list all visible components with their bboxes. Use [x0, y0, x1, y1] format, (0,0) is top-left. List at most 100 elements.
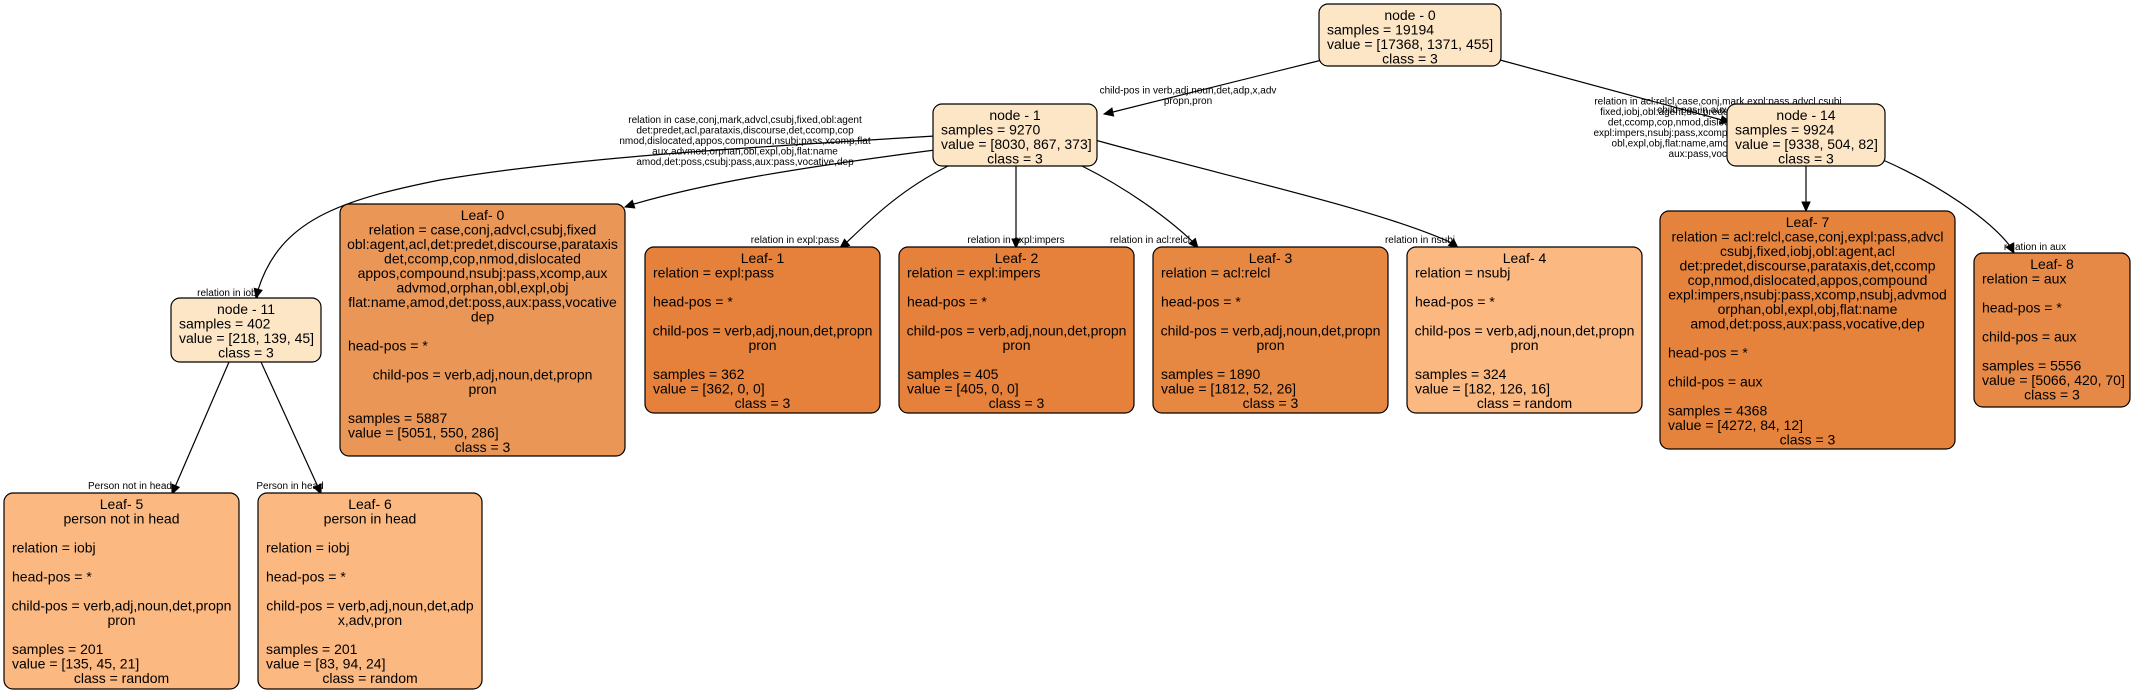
node-line: head-pos = *: [1161, 294, 1241, 310]
node-line: Leaf- 7: [1786, 214, 1830, 230]
node-line: child-pos = verb,adj,noun,det,propn: [653, 323, 873, 339]
node-line: relation = expl:pass: [653, 265, 774, 281]
node-line: value = [83, 94, 24]: [266, 656, 385, 672]
node-line: pron: [748, 337, 776, 353]
node-line: value = [5051, 550, 286]: [348, 425, 499, 441]
arrowhead-icon: [1801, 201, 1811, 213]
node-line: Leaf- 1: [741, 250, 785, 266]
node-line: child-pos = verb,adj,noun,det,propn: [12, 598, 232, 614]
node-line: value = [135, 45, 21]: [12, 656, 139, 672]
node-box: [644, 246, 881, 414]
edge-n14-to-l7: relation in acl:relcl,case,conj,mark,exp…: [1593, 97, 1843, 213]
node-line: value = [362, 0, 0]: [653, 381, 765, 397]
node-box: [1318, 3, 1502, 67]
edge-label-line: amod,det:poss,csubj:pass,aux:pass,vocati…: [636, 157, 854, 168]
node-box: [932, 103, 1098, 167]
node-line: person not in head: [64, 511, 180, 527]
node-line: relation = case,conj,advcl,csubj,fixed: [369, 222, 597, 238]
node-line: pron: [1510, 337, 1538, 353]
node-line: samples = 201: [12, 641, 104, 657]
node-line: det,ccomp,cop,nmod,dislocated: [384, 251, 581, 267]
edge-label: relation in acl:relcl,case,conj,mark,exp…: [1593, 97, 1842, 161]
node-line: csubj,fixed,iobj,obl:agent,acl: [1720, 243, 1895, 259]
edge-label-line: relation in acl:relcl,case,conj,mark,exp…: [1594, 97, 1841, 108]
node-line: child-pos = verb,adj,noun,det,propn: [1415, 323, 1635, 339]
node-line: samples = 9924: [1735, 122, 1834, 138]
node-line: head-pos = *: [266, 569, 346, 585]
node-line: class = 3: [455, 439, 511, 455]
node-line: samples = 402: [179, 316, 271, 332]
node-line: head-pos = *: [1415, 294, 1495, 310]
node-line: class = random: [322, 670, 417, 686]
edge-n1-to-l4: relation in nsubj: [1094, 139, 1459, 249]
edge-label: Person not in head: [88, 481, 172, 492]
edge-label-line: det,ccomp,cop,nmod,dislocated,appos,comp…: [1608, 118, 1828, 129]
node-line: pron: [107, 612, 135, 628]
node-line: node - 11: [217, 301, 275, 317]
node-line: head-pos = *: [12, 569, 92, 585]
node-line: head-pos = *: [907, 294, 987, 310]
node-line: samples = 324: [1415, 366, 1507, 382]
node-line: class = random: [1477, 395, 1572, 411]
node-line: orphan,obl,expl,obj,flat:name: [1718, 301, 1898, 317]
arrowhead-icon: [1102, 107, 1115, 117]
node-line: samples = 405: [907, 366, 999, 382]
node-line: det:predet,discourse,parataxis,det,ccomp: [1679, 258, 1935, 274]
edge-label: relation in acl:relcl: [1110, 235, 1190, 246]
edge-line: [174, 361, 230, 488]
node-line: head-pos = *: [653, 294, 733, 310]
edge-line: [1882, 159, 2011, 247]
node-line: flat:name,amod,det:poss,aux:pass,vocativ…: [348, 294, 617, 310]
node-line: node - 0: [1384, 7, 1436, 23]
node-line: node - 1: [989, 107, 1041, 123]
node-line: node - 14: [1776, 107, 1835, 123]
edge-label-line: relation in nsubj: [1385, 235, 1455, 246]
node-line: appos,compound,nsubj:pass,xcomp,aux: [358, 265, 608, 281]
edge-label-line: relation in expl:impers: [967, 235, 1064, 246]
edge-label-line: propn,pron: [1164, 96, 1212, 107]
arrowhead-icon: [1188, 237, 1199, 249]
arrowhead-icon: [312, 483, 322, 496]
node-line: pron: [468, 381, 496, 397]
node-line: relation = expl:impers: [907, 265, 1040, 281]
arrowhead-icon: [1011, 238, 1021, 250]
node-line: samples = 5887: [348, 410, 447, 426]
node-line: Leaf- 4: [1503, 250, 1547, 266]
edge-n1-to-l2: relation in expl:impers: [967, 166, 1065, 250]
node-line: head-pos = *: [348, 338, 428, 354]
node-box: [257, 492, 483, 690]
node-line: advmod,orphan,obl,expl,obj: [396, 280, 568, 296]
edge-label-line: obl,expl,obj,flat:name,amod,det:poss,csu…: [1612, 139, 1825, 150]
edge-line: [633, 149, 936, 205]
edge-line: [1094, 139, 1453, 244]
edge-label: relation in iobj: [197, 288, 259, 299]
edge-label: relation in case,conj,mark,advcl,csubj,f…: [619, 115, 870, 168]
edge-label-line: relation in expl:pass: [751, 235, 839, 246]
edge-label-line: fixed,iobj,obl:agent,det:predet,acl,para…: [1600, 107, 1836, 118]
node-line: Leaf- 8: [2030, 256, 2074, 272]
node-line: samples = 19194: [1327, 22, 1434, 38]
node-line: Leaf- 5: [100, 496, 144, 512]
node-line: relation = iobj: [266, 540, 350, 556]
node-line: relation = acl:relcl: [1161, 265, 1270, 281]
node-line: Leaf- 0: [461, 207, 505, 223]
arrowhead-icon: [171, 483, 181, 496]
node-line: obl:agent,acl,det:predet,discourse,parat…: [347, 236, 618, 252]
edge-label-line: relation in iobj: [197, 288, 259, 299]
edge-line: [257, 135, 936, 291]
node-line: relation = aux: [1982, 271, 2066, 287]
node-box: [1973, 252, 2131, 408]
